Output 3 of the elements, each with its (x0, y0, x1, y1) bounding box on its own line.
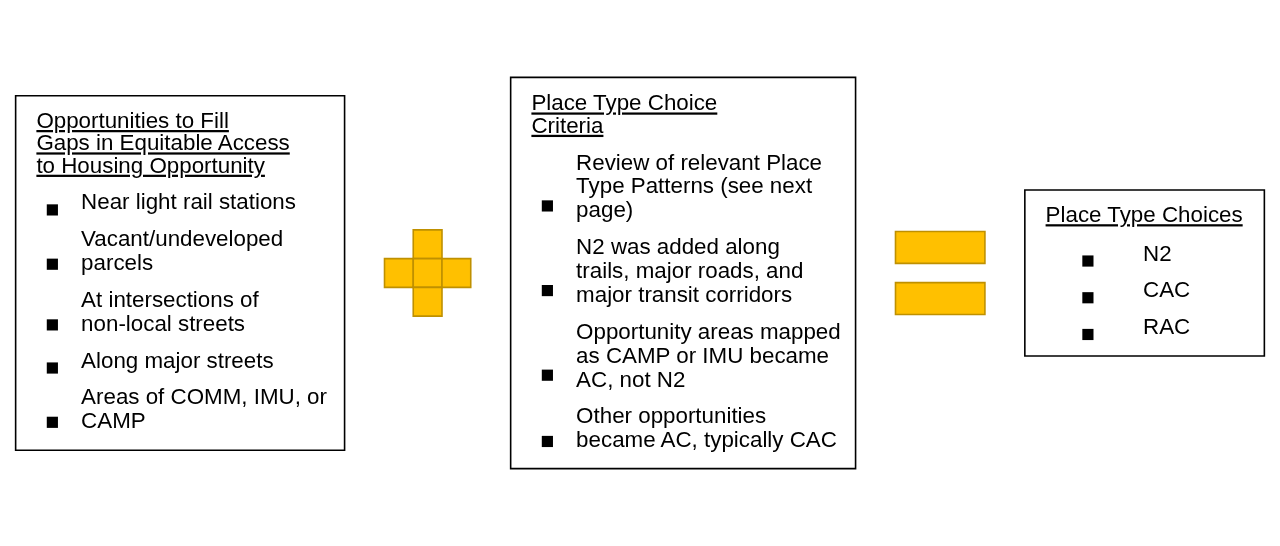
node-box: Place Type Choices N2 CAC RAC (1024, 189, 1266, 357)
node-box: Place Type Choice Criteria Review of relevant Place Type Patterns (see next page) N2 was added along trails, major roads, and major transit corridors Opportunity areas mapped as CAMP or IMU became AC, not N2 Other opportunities became AC, typically CAC (509, 76, 857, 470)
node-box: Opportunities to Fill Gaps in Equitable Access to Housing Opportunity Near light rail stations Vacant/undeveloped parcels At intersections of non-local streets Along major streets Areas of COMM, IMU, or CAMP (14, 94, 346, 452)
